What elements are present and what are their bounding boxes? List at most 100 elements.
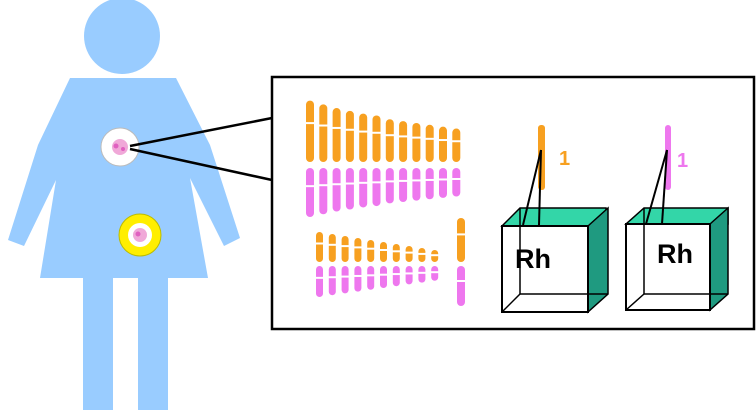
gene-box-inner-edge bbox=[501, 293, 521, 313]
chromosome-icon bbox=[431, 266, 439, 281]
left-leg bbox=[83, 272, 113, 410]
chromosome-number-label: 1 bbox=[677, 150, 688, 172]
centromere bbox=[430, 271, 439, 274]
chromosome-icon bbox=[354, 266, 362, 292]
chromosome-icon bbox=[341, 266, 349, 294]
chromosome-icon bbox=[341, 236, 349, 262]
chromosome-icon bbox=[385, 119, 394, 162]
chromosome-icon bbox=[452, 128, 461, 162]
chromosome-icon bbox=[354, 238, 362, 262]
gene-locus-line bbox=[661, 149, 668, 225]
chromosome-icon bbox=[332, 108, 341, 162]
chromosome-icon bbox=[359, 113, 368, 162]
centromere bbox=[345, 128, 355, 131]
centromere bbox=[438, 178, 448, 181]
chromosome-icon bbox=[405, 266, 413, 285]
centromere bbox=[425, 137, 435, 140]
chromosome-icon bbox=[319, 168, 328, 215]
centromere bbox=[451, 140, 461, 143]
chromosome-icon bbox=[367, 240, 375, 262]
chromosome-icon bbox=[332, 168, 341, 212]
centromere bbox=[456, 233, 466, 236]
chromosome-icon bbox=[418, 248, 426, 262]
chromosome-icon bbox=[457, 266, 465, 306]
centromere bbox=[332, 126, 342, 129]
chromosome-icon bbox=[345, 110, 354, 162]
centromere bbox=[315, 242, 324, 245]
gene-box-side-face bbox=[587, 206, 609, 314]
centromere bbox=[438, 139, 448, 142]
chromosome-1-maternal bbox=[665, 125, 671, 190]
zoom-line-bottom bbox=[129, 147, 273, 182]
centromere bbox=[405, 251, 414, 254]
gene-locus-line bbox=[538, 149, 542, 226]
centromere bbox=[305, 122, 315, 125]
centromere bbox=[328, 243, 337, 246]
head bbox=[84, 0, 160, 74]
chromosome-icon bbox=[372, 115, 381, 162]
centromere bbox=[411, 179, 421, 182]
chromosome-icon bbox=[306, 100, 314, 162]
chromosome-icon bbox=[380, 266, 387, 288]
chromosome-icon bbox=[380, 242, 387, 262]
chromosome-icon bbox=[306, 168, 314, 218]
zoom-line-top bbox=[129, 116, 273, 148]
cell-icon bbox=[100, 127, 140, 167]
chromosome-icon bbox=[367, 266, 375, 290]
right-leg bbox=[138, 272, 168, 410]
chromosome-number-label: 1 bbox=[559, 148, 570, 170]
gene-box-front-face bbox=[625, 223, 711, 311]
egg-cell-icon bbox=[118, 213, 162, 257]
centromere bbox=[332, 183, 342, 186]
torso-dress bbox=[8, 78, 240, 278]
chromosome-icon bbox=[385, 168, 394, 204]
centromere bbox=[425, 178, 435, 181]
centromere bbox=[358, 181, 368, 184]
centromere bbox=[318, 184, 328, 187]
centromere bbox=[430, 254, 439, 257]
centromere bbox=[451, 177, 461, 180]
cell-nucleus-spot bbox=[121, 147, 125, 151]
chromosome-icon bbox=[328, 266, 336, 296]
centromere bbox=[341, 275, 350, 278]
centromere bbox=[305, 185, 315, 188]
gene-label: Rh bbox=[515, 244, 551, 274]
centromere bbox=[385, 180, 395, 183]
centromere bbox=[411, 136, 421, 139]
chromosome-icon bbox=[359, 168, 368, 208]
centromere bbox=[372, 131, 381, 134]
chromosome-icon bbox=[392, 244, 400, 262]
chromosome-icon bbox=[345, 168, 354, 210]
centromere bbox=[315, 276, 324, 279]
chromosome-icon bbox=[439, 126, 447, 162]
centromere bbox=[358, 130, 368, 133]
centromere bbox=[366, 274, 375, 277]
centromere bbox=[379, 273, 388, 276]
cell-nucleus bbox=[112, 139, 128, 155]
chromosome-icon bbox=[399, 168, 408, 203]
centromere bbox=[341, 245, 350, 248]
chromosome-icon bbox=[425, 124, 434, 162]
chromosome-icon bbox=[319, 104, 328, 162]
centromere bbox=[366, 247, 375, 250]
chromosome-icon bbox=[405, 246, 413, 262]
karyotype bbox=[305, 100, 466, 306]
centromere bbox=[353, 274, 362, 277]
centromere bbox=[392, 273, 401, 276]
chromosome-icon bbox=[316, 232, 323, 262]
chromosome-icon bbox=[418, 266, 426, 283]
centromere bbox=[398, 135, 408, 138]
chromosome-icon bbox=[392, 266, 400, 287]
centromere bbox=[398, 179, 408, 182]
egg-nucleus-spot bbox=[135, 231, 141, 237]
chromosome-icon bbox=[412, 122, 421, 162]
chromosome-icon bbox=[316, 266, 323, 297]
centromere bbox=[345, 182, 355, 185]
gene-label: Rh bbox=[657, 239, 693, 269]
centromere bbox=[353, 246, 362, 249]
centromere bbox=[372, 181, 381, 184]
chromosome-icon bbox=[412, 168, 421, 201]
gene-box-paternal: 1 Rh bbox=[500, 125, 609, 314]
centromere bbox=[405, 272, 414, 275]
